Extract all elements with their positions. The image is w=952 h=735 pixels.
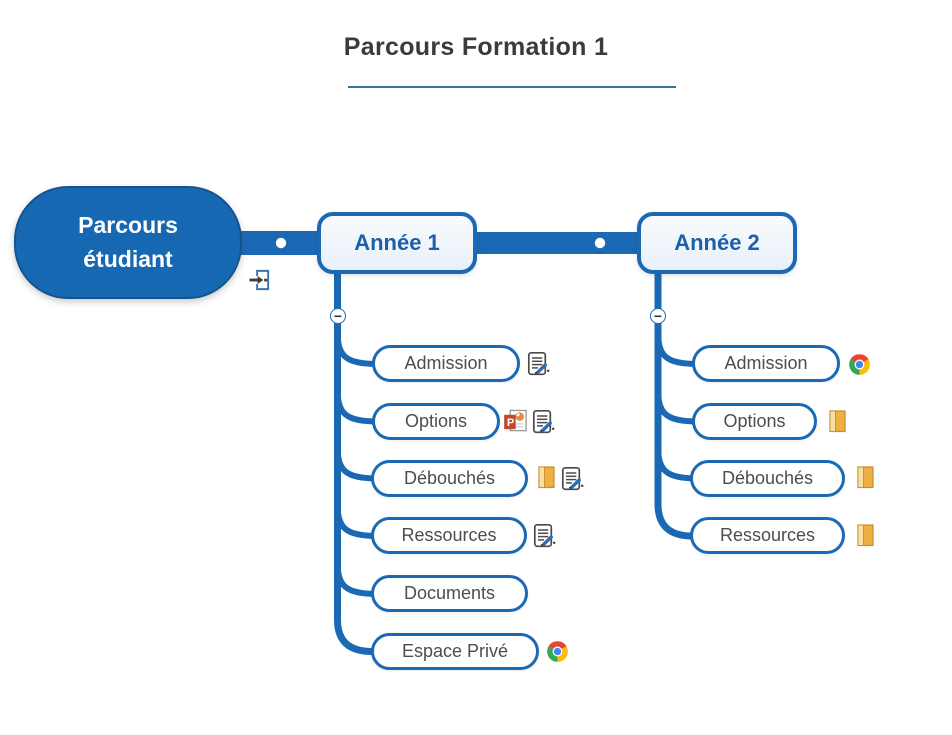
connector-dot	[594, 237, 606, 249]
subtopic-annee2-ressources[interactable]: Ressources	[690, 517, 845, 554]
root-topic-label: Parcours étudiant	[78, 212, 178, 272]
branch-trunk-annee2	[654, 270, 693, 540]
subtopic-annee1-documents[interactable]: Documents	[371, 575, 528, 612]
topic-label: Année 1	[354, 230, 440, 255]
subtopic-label: Options	[404, 411, 468, 431]
subtopic-label: Débouchés	[403, 468, 496, 488]
collapse-toggle-annee2[interactable]: −	[650, 308, 666, 324]
collapse-toggle-annee1[interactable]: −	[330, 308, 346, 324]
branch-line	[655, 445, 699, 482]
subtopic-annee1-options[interactable]: Options	[372, 403, 500, 440]
notes-icon[interactable]	[527, 351, 550, 377]
folder-icon[interactable]	[829, 409, 846, 433]
subtopic-annee2-debouches[interactable]: Débouchés	[690, 460, 845, 497]
chrome-browser-icon[interactable]	[545, 639, 570, 664]
subtopic-annee2-options[interactable]: Options	[692, 403, 817, 440]
map-title[interactable]: Parcours Formation 1	[343, 33, 609, 61]
link-arrow-icon[interactable]	[248, 266, 272, 294]
collapse-minus-glyph: −	[333, 307, 343, 324]
root-topic[interactable]: Parcours étudiant	[14, 186, 242, 299]
branch-line	[334, 502, 379, 539]
folder-icon[interactable]	[538, 465, 555, 489]
powerpoint-file-icon[interactable]	[503, 408, 528, 435]
subtopic-annee2-admission[interactable]: Admission	[692, 345, 840, 382]
branch-line	[655, 388, 699, 425]
topic-label: Année 2	[674, 230, 760, 255]
subtopic-label: Admission	[404, 353, 488, 373]
title-underline	[348, 86, 676, 88]
branch-trunk-annee1	[334, 270, 373, 655]
subtopic-annee1-admission[interactable]: Admission	[372, 345, 520, 382]
connector-dot	[275, 237, 287, 249]
branch-line	[334, 388, 379, 425]
subtopic-annee1-debouches[interactable]: Débouchés	[371, 460, 528, 497]
subtopic-annee1-ressources[interactable]: Ressources	[371, 517, 527, 554]
notes-icon[interactable]	[561, 466, 584, 492]
subtopic-label: Débouchés	[721, 468, 814, 488]
branch-line	[334, 560, 379, 597]
subtopic-label: Espace Privé	[401, 641, 509, 661]
subtopic-label: Ressources	[719, 525, 816, 545]
branch-line	[655, 330, 699, 367]
folder-icon[interactable]	[857, 523, 874, 547]
branch-line	[334, 330, 379, 367]
subtopic-label: Options	[723, 411, 786, 431]
chrome-browser-icon[interactable]	[847, 352, 872, 377]
topic-annee1[interactable]: Année 1	[317, 212, 477, 274]
notes-icon[interactable]	[532, 409, 555, 435]
subtopic-label: Ressources	[401, 525, 497, 545]
folder-icon[interactable]	[857, 465, 874, 489]
connector-annee1-annee2	[473, 232, 641, 254]
subtopic-annee1-espace-prive[interactable]: Espace Privé	[371, 633, 539, 670]
topic-annee2[interactable]: Année 2	[637, 212, 797, 274]
branch-line	[334, 445, 379, 482]
notes-icon[interactable]	[533, 523, 556, 549]
subtopic-label: Admission	[724, 353, 808, 373]
collapse-minus-glyph: −	[653, 307, 663, 324]
subtopic-label: Documents	[403, 583, 496, 603]
